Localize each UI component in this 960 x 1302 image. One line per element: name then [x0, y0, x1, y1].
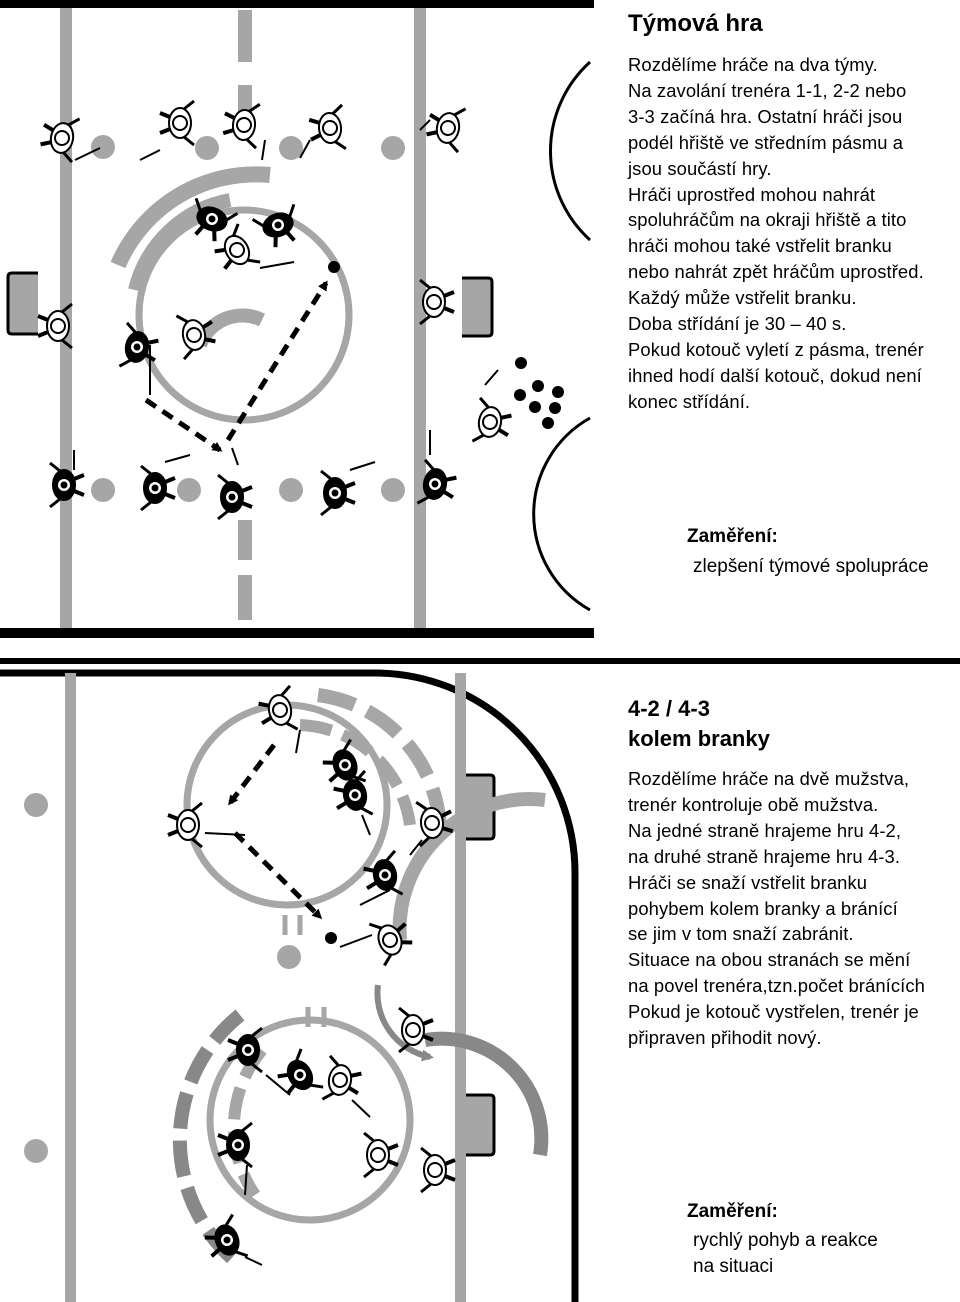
goal-right: [462, 276, 494, 338]
pass-arrow-1: [144, 397, 223, 453]
faceoff-dot: [277, 945, 301, 969]
movement-arc-inner: [128, 193, 232, 292]
rink-bottom-border: [0, 628, 594, 638]
puck: [328, 261, 340, 273]
skate-path-arrow: [374, 984, 434, 1062]
drill2-description: Rozdělíme hráče na dvě mužstva, trenér k…: [628, 768, 926, 1049]
drill2-title-line1: 4-2 / 4-3: [628, 696, 710, 721]
puck: [325, 932, 337, 944]
rink-diagram-team-play: [0, 0, 594, 638]
movement-arc-outer: [110, 166, 271, 269]
drill2-title-line2: kolem branky: [628, 726, 770, 751]
goal-line: [455, 673, 466, 1302]
drill2-focus-text: rychlý pohyb a reakce na situaci: [693, 1230, 878, 1277]
center-circle: [135, 206, 353, 424]
player: [166, 683, 457, 1270]
rink-diagram-around-goal: [0, 658, 960, 1302]
hockey-sticks: [204, 729, 423, 1266]
blue-line-left: [65, 673, 76, 1302]
drill1-description: Rozdělíme hráče na dva týmy. Na zavolání…: [628, 54, 924, 412]
hash-marks: [282, 915, 327, 1027]
cone-markers: [24, 793, 48, 1163]
puck-pile: [514, 357, 564, 429]
faceoff-arc-top: [548, 60, 592, 242]
pressure-arc-top-inner: [299, 719, 416, 826]
pressure-arc-bottom-outer: [172, 1009, 245, 1271]
drill2-text: 4-2 / 4-3 kolem branky Rozdělíme hráče n…: [628, 694, 958, 1051]
player: [36, 196, 516, 450]
pressure-arc-top-outer: [317, 688, 448, 836]
faceoff-arc-bottom: [532, 416, 591, 612]
drill2-focus-label: Zaměření:: [687, 1201, 778, 1222]
blue-line-right: [414, 8, 426, 628]
movement-arc-goal: [423, 1031, 549, 1157]
goal-bottom: [466, 1093, 496, 1157]
rink-boards: [0, 669, 579, 1302]
drill1-text: Týmová hra Rozdělíme hráče na dva týmy. …: [628, 8, 958, 415]
drill1-title: Týmová hra: [628, 10, 763, 37]
bench-left: [6, 271, 38, 336]
pass-arrow-1: [228, 743, 276, 806]
rink-top-border: [0, 0, 594, 8]
drill1-focus-text: zlepšení týmové spolupráce: [693, 556, 929, 577]
cone-markers: [91, 135, 405, 502]
pass-arrow-2: [225, 280, 329, 442]
drill1-focus-label: Zaměření:: [687, 526, 778, 547]
hockey-sticks: [73, 119, 499, 471]
pressure-arc-bottom-inner: [227, 1046, 267, 1199]
